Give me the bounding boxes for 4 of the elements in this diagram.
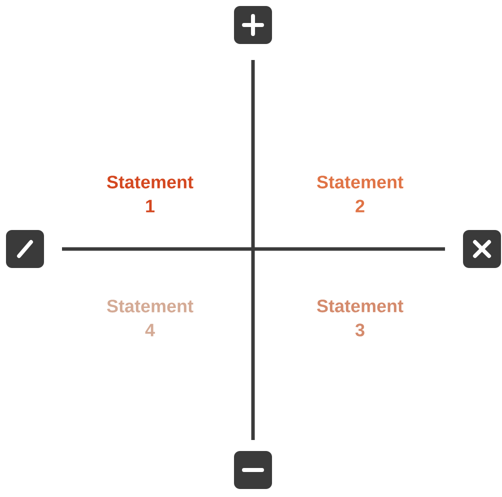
quadrant-label: Statement 4 [107,300,194,336]
quadrant-label: Statement 1 [107,176,194,212]
quadrant-label: Statement 3 [317,300,404,336]
quadrant-label: Statement 2 [317,176,404,212]
